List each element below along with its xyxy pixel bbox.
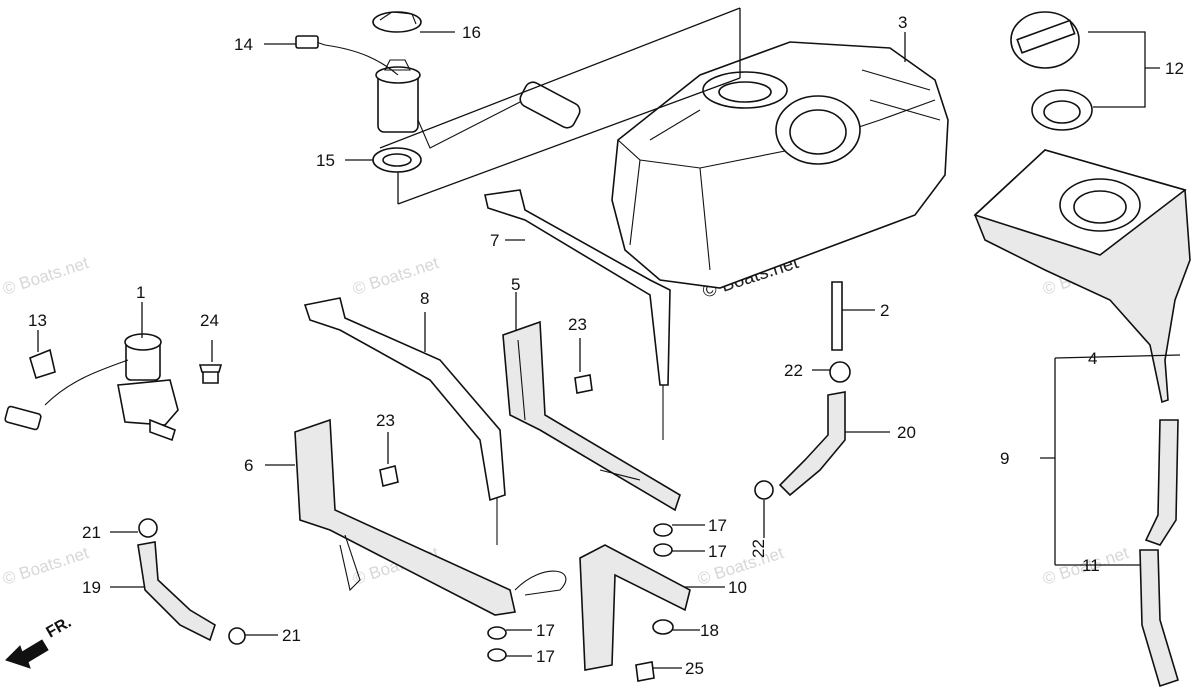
callout-leaders (37, 31, 1181, 669)
small-hardware (138, 361, 851, 682)
callout-6: 6 (244, 456, 253, 475)
callout-9: 9 (1000, 449, 1009, 468)
callout-23-lower: 23 (376, 411, 395, 430)
watermark-text: © Boats.net (0, 253, 91, 299)
callout-21-upper: 21 (82, 523, 101, 542)
drain-hoses (1139, 419, 1179, 688)
callout-3: 3 (898, 13, 907, 32)
callout-14: 14 (234, 35, 253, 54)
filler-tray-part (973, 149, 1191, 404)
arrow-icon (5, 639, 49, 669)
callout-20: 20 (897, 423, 916, 442)
fuel-pump-unit (295, 11, 581, 173)
callout-22-lower: 22 (749, 539, 768, 558)
callout-17-b: 17 (708, 542, 727, 561)
callout-23-upper: 23 (568, 315, 587, 334)
tank-bracket-10 (579, 544, 691, 671)
callout-numbers: 14 16 15 3 12 4 9 11 1 13 24 6 7 8 5 23 … (28, 13, 1184, 678)
watermark-text: © Boats.net (0, 543, 91, 589)
assembly-lines (379, 7, 741, 205)
callout-12: 12 (1165, 59, 1184, 78)
callout-17-c: 17 (536, 621, 555, 640)
callout-4: 4 (1088, 349, 1097, 368)
front-label: FR. (44, 614, 75, 642)
callout-11: 11 (1082, 556, 1100, 575)
tank-strap-8 (303, 297, 506, 545)
callout-5: 5 (511, 275, 520, 294)
callout-25: 25 (685, 659, 704, 678)
callout-16: 16 (462, 23, 481, 42)
callout-10: 10 (728, 578, 747, 597)
electric-fuel-pump (4, 333, 223, 442)
callout-21-lower: 21 (282, 626, 301, 645)
tank-bracket-5 (502, 320, 681, 512)
tank-strap-7 (484, 189, 671, 440)
callout-17-a: 17 (708, 516, 727, 535)
callout-8: 8 (420, 289, 429, 308)
callout-22-upper: 22 (784, 361, 803, 380)
callout-24: 24 (200, 311, 219, 330)
callout-18: 18 (700, 621, 719, 640)
callout-7: 7 (490, 231, 499, 250)
callout-1: 1 (136, 283, 145, 302)
front-direction-arrow: FR. (5, 614, 75, 669)
callout-2: 2 (880, 301, 889, 320)
callout-19: 19 (82, 578, 101, 597)
tank-bracket-6 (294, 418, 567, 616)
callout-17-d: 17 (536, 647, 555, 666)
callout-15: 15 (316, 151, 335, 170)
fuel-cap-part (1010, 11, 1093, 131)
fuel-hoses (137, 281, 846, 642)
callout-13: 13 (28, 311, 47, 330)
fuel-tank-part (611, 41, 949, 289)
